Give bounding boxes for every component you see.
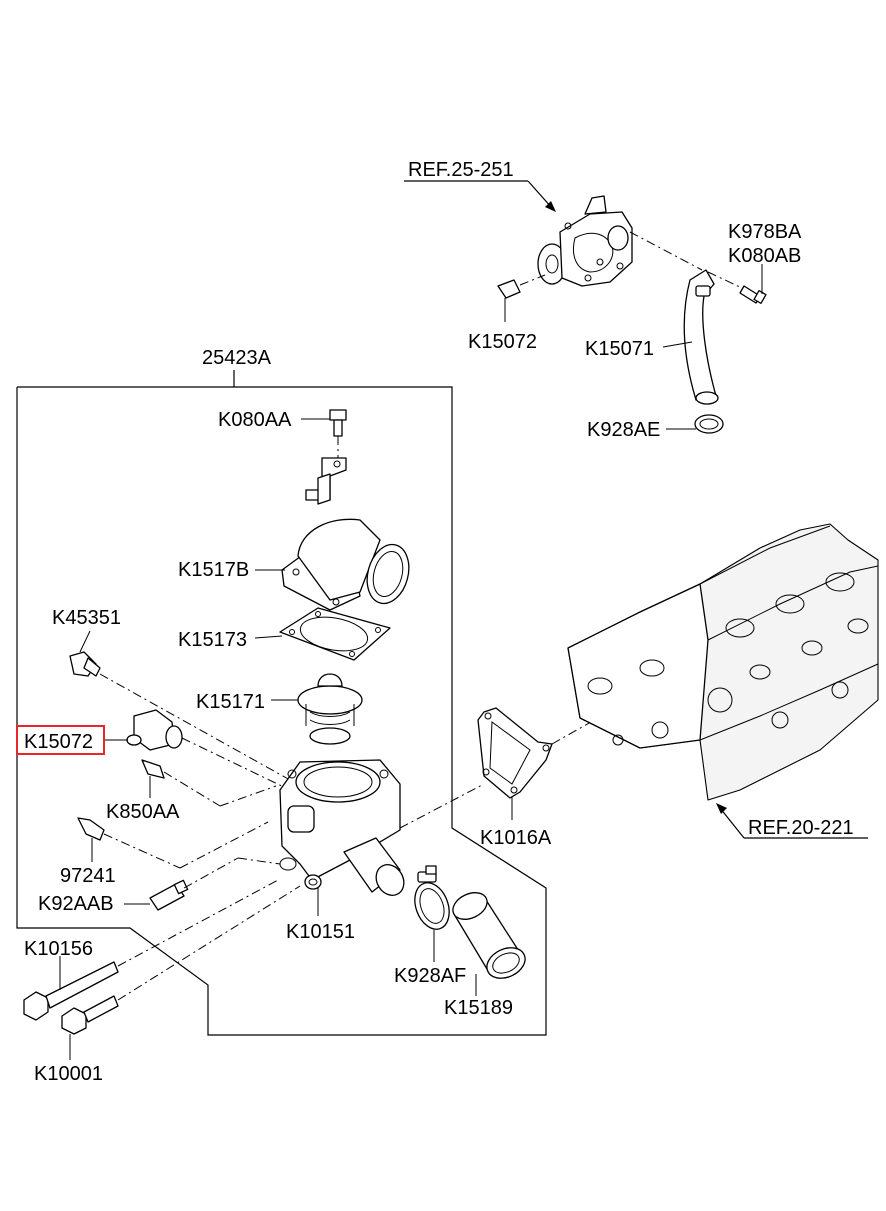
- label-k850aa[interactable]: K850AA: [106, 801, 180, 823]
- 97241-sensor: [77, 817, 269, 869]
- k15171-thermostat: [271, 673, 363, 745]
- label-k1517b[interactable]: K1517B: [178, 559, 249, 581]
- k080ab-bolt: [707, 264, 767, 304]
- label-97241[interactable]: 97241: [60, 865, 116, 887]
- label-k080ab[interactable]: K080AB: [728, 245, 801, 267]
- label-25423a[interactable]: 25423A: [202, 347, 272, 369]
- ref-water-pump-callout[interactable]: REF.25-251: [404, 159, 556, 212]
- k15071-pipe: [662, 269, 719, 405]
- k15189-hose: [452, 892, 526, 996]
- thermostat-housing-body: [279, 759, 405, 896]
- k15072-top-part: [497, 274, 546, 322]
- label-k1016a[interactable]: K1016A: [480, 827, 552, 849]
- ref-cylinder-head-label[interactable]: REF.20-221: [748, 817, 854, 839]
- k080aa-bolt: [301, 409, 347, 464]
- k45351-sensor: [69, 630, 291, 781]
- k10151-washer: [304, 874, 322, 916]
- ref-water-pump-label[interactable]: REF.25-251: [408, 159, 514, 181]
- assembly-boundary: [16, 386, 547, 1036]
- k10001-bolt: [61, 885, 301, 1060]
- k928ae-clamp: [666, 414, 724, 434]
- highlight-box-k15072: [16, 725, 105, 755]
- label-k15071[interactable]: K15071: [585, 338, 654, 360]
- label-k92aab[interactable]: K92AAB: [38, 893, 114, 915]
- label-k15189[interactable]: K15189: [444, 997, 513, 1019]
- label-k15171[interactable]: K15171: [196, 691, 265, 713]
- k850aa-fitting: [141, 759, 277, 807]
- assembly-25423a-callout[interactable]: 25423A: [202, 347, 272, 387]
- label-k15072-top[interactable]: K15072: [468, 331, 537, 353]
- label-k928ae[interactable]: K928AE: [587, 419, 660, 441]
- label-k10156[interactable]: K10156: [24, 938, 93, 960]
- label-k15072-side[interactable]: K15072: [24, 731, 93, 753]
- k15173-gasket: [254, 607, 391, 661]
- k1016a-gasket: [399, 707, 599, 829]
- ref-cylinder-head-callout[interactable]: REF.20-221: [716, 803, 868, 839]
- bracket: [305, 457, 347, 505]
- label-k10001[interactable]: K10001: [34, 1063, 103, 1085]
- label-k080aa[interactable]: K080AA: [218, 409, 292, 431]
- label-k928af[interactable]: K928AF: [394, 965, 466, 987]
- k15072-side-part: [105, 709, 291, 791]
- cylinder-head-drawing: [567, 523, 879, 801]
- label-k45351[interactable]: K45351: [52, 607, 121, 629]
- label-k978ba[interactable]: K978BA: [728, 221, 802, 243]
- k10156-bolt: [23, 879, 279, 1021]
- pump-to-hose-leader: [629, 231, 703, 271]
- label-k10151[interactable]: K10151: [286, 921, 355, 943]
- k92aab-plug: [124, 857, 281, 911]
- k1517b-housing: [255, 518, 410, 611]
- water-pump-drawing: [537, 195, 633, 287]
- label-k15173[interactable]: K15173: [178, 629, 247, 651]
- k928af-clamp: [414, 865, 450, 962]
